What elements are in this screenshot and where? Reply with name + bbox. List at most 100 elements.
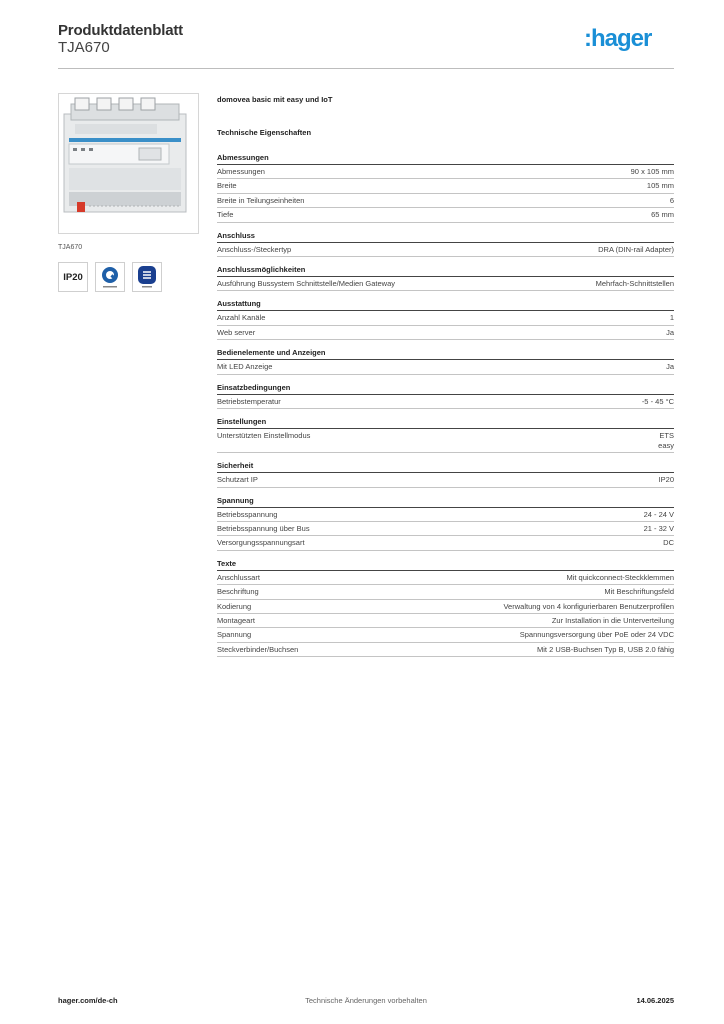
- footer-date: 14.06.2025: [636, 996, 674, 1005]
- spec-value: -5 - 45 °C: [641, 396, 674, 406]
- section-title: Spannung: [217, 496, 674, 508]
- spec-row: Breite in Teilungseinheiten 6: [217, 194, 674, 209]
- spec-value: Ja: [666, 362, 674, 372]
- spec-value: DC: [663, 538, 674, 548]
- spec-value: 24 - 24 V: [643, 509, 674, 519]
- hager-logo-text: :hager: [584, 26, 652, 52]
- spec-label: Steckverbinder/Buchsen: [217, 644, 299, 654]
- spec-row: Betriebstemperatur -5 - 45 °C: [217, 395, 674, 409]
- spec-row: Anschlussart Mit quickconnect-Steckklemme…: [217, 571, 674, 586]
- spec-label: Anschlussart: [217, 572, 260, 582]
- spec-value: 6: [669, 195, 674, 205]
- spec-value: 65 mm: [651, 210, 674, 220]
- spec-label: Breite: [217, 181, 237, 191]
- spec-row: Ausführung Bussystem Schnittstelle/Medie…: [217, 277, 674, 292]
- spec-row: Schutzart IP IP20: [217, 473, 674, 488]
- spec-label: Spannung: [217, 630, 252, 640]
- spec-row: Beschriftung Mit Beschriftungsfeld: [217, 585, 674, 600]
- spec-label: Versorgungsspannungsart: [217, 538, 305, 548]
- product-description: domovea basic mit easy und IoT: [217, 95, 333, 104]
- spec-value: Mit 2 USB-Buchsen Typ B, USB 2.0 fähig: [536, 644, 674, 654]
- section-title: Abmessungen: [217, 153, 674, 165]
- product-image: [58, 93, 199, 234]
- spec-row: Tiefe 65 mm: [217, 208, 674, 223]
- spec-label: Mit LED Anzeige: [217, 362, 273, 372]
- spec-label: Montageart: [217, 616, 255, 626]
- spec-label: Tiefe: [217, 210, 234, 220]
- spec-value: ETS easy: [658, 430, 674, 450]
- section-title: Texte: [217, 559, 674, 571]
- spec-label: Breite in Teilungseinheiten: [217, 195, 305, 205]
- spec-row: Montageart Zur Installation in die Unterv…: [217, 614, 674, 629]
- spec-row: Unterstützten Einstellmodus ETS easy: [217, 429, 674, 454]
- section-title: Einsatzbedingungen: [217, 383, 674, 395]
- spec-row: Spannung Spannungsversorgung über PoE ode…: [217, 628, 674, 643]
- spec-row: Anschluss-/Steckertyp DRA (DIN-rail Adapt…: [217, 243, 674, 257]
- spec-value: Mit quickconnect-Steckklemmen: [566, 572, 674, 582]
- specifications: domovea basic mit easy und IoT Technisch…: [217, 95, 674, 665]
- din-rail-module-illustration: [63, 97, 187, 213]
- spec-value: IP20: [658, 475, 674, 485]
- spec-row: Mit LED Anzeige Ja: [217, 360, 674, 375]
- footer-note: Technische Änderungen vorbehalten: [305, 996, 427, 1005]
- page-footer: hager.com/de-ch Technische Änderungen vo…: [58, 996, 674, 1010]
- spec-label: Beschriftung: [217, 587, 259, 597]
- section-title: Einstellungen: [217, 417, 674, 429]
- spec-label: Betriebsspannung: [217, 509, 278, 519]
- spec-label: Anzahl Kanäle: [217, 313, 266, 323]
- spec-row: Betriebsspannung über Bus 21 - 32 V: [217, 522, 674, 537]
- spec-value: 105 mm: [646, 181, 674, 191]
- spec-value: Mehrfach-Schnittstellen: [595, 278, 674, 288]
- spec-label: Kodierung: [217, 601, 252, 611]
- spec-row: Betriebsspannung 24 - 24 V: [217, 508, 674, 523]
- section-title: Ausstattung: [217, 299, 674, 312]
- spec-value: Mit Beschriftungsfeld: [604, 587, 674, 597]
- spec-value: Verwaltung von 4 konfigurierbaren Benutz…: [503, 601, 674, 611]
- spec-row: Web server Ja: [217, 326, 674, 341]
- spec-label: Betriebsspannung über Bus: [217, 524, 310, 534]
- spec-label: Unterstützten Einstellmodus: [217, 430, 311, 440]
- spec-row: Breite 105 mm: [217, 179, 674, 194]
- spec-label: Anschluss-/Steckertyp: [217, 244, 292, 254]
- spec-value: Spannungsversorgung über PoE oder 24 VDC: [519, 630, 674, 640]
- section-title: Anschluss: [217, 231, 674, 243]
- spec-value: 21 - 32 V: [643, 524, 674, 534]
- hager-logo: :hager: [584, 26, 653, 52]
- spec-row: Kodierung Verwaltung von 4 konfigurierbar…: [217, 600, 674, 615]
- spec-label: Web server: [217, 327, 256, 337]
- spec-row: Versorgungsspannungsart DC: [217, 536, 674, 551]
- footer-url[interactable]: hager.com/de-ch: [58, 996, 118, 1005]
- product-code: TJA670: [58, 39, 110, 56]
- header-divider: [58, 68, 674, 69]
- spec-row: Anzahl Kanäle 1: [217, 311, 674, 326]
- ip20-badge: IP20: [58, 262, 88, 292]
- spec-value: Zur Installation in die Unterverteilung: [551, 616, 674, 626]
- spec-value: Ja: [666, 327, 674, 337]
- product-image-caption: TJA670: [58, 244, 83, 251]
- spec-value: 90 x 105 mm: [630, 167, 674, 176]
- easy-icon: [132, 262, 162, 292]
- spec-value: DRA (DIN-rail Adapter): [598, 244, 674, 254]
- spec-row: Steckverbinder/Buchsen Mit 2 USB-Buchsen …: [217, 643, 674, 658]
- spec-row: Abmessungen 90 x 105 mm: [217, 165, 674, 180]
- section-title: Sicherheit: [217, 461, 674, 474]
- spec-label: Abmessungen: [217, 167, 265, 176]
- quickconnect-icon: [95, 262, 125, 292]
- spec-label: Schutzart IP: [217, 475, 258, 485]
- spec-label: Betriebstemperatur: [217, 396, 281, 406]
- spec-label: Ausführung Bussystem Schnittstelle/Medie…: [217, 278, 396, 288]
- spec-value: 1: [669, 313, 674, 323]
- document-title: Produktdatenblatt: [58, 22, 183, 39]
- section-title: Anschlussmöglichkeiten: [217, 265, 674, 277]
